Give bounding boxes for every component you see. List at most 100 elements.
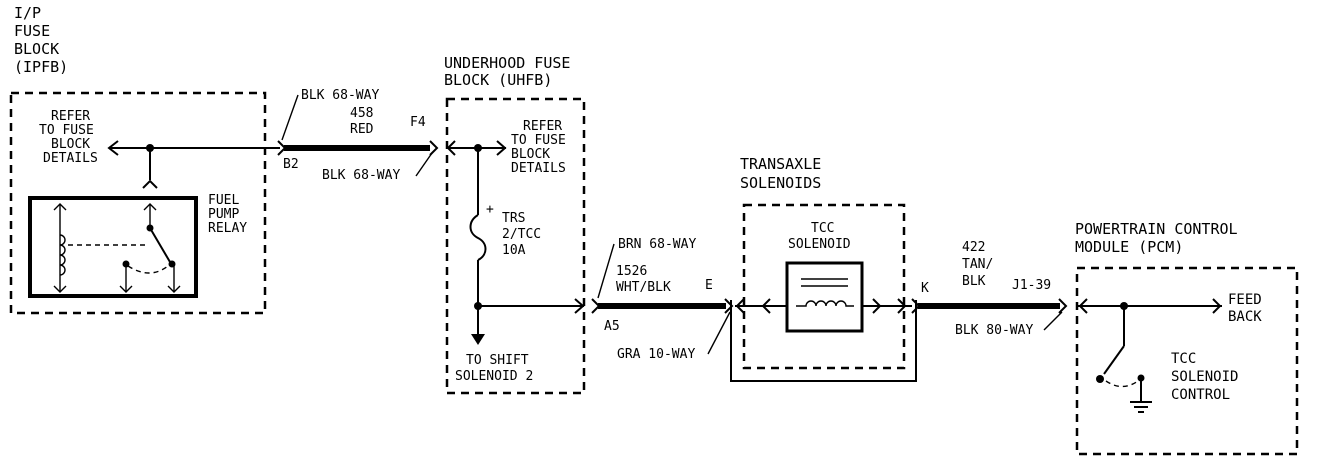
- solenoid-label-line-2: SOLENOID: [788, 237, 851, 252]
- wire3-pin-left: K: [921, 281, 929, 296]
- fuse-polarity: +: [486, 202, 494, 217]
- leader-line: [597, 243, 615, 299]
- leader-line: [415, 152, 433, 177]
- wire3-color-line-1: TAN/: [962, 257, 993, 272]
- wire1-color: RED: [350, 122, 374, 137]
- refer-arrow-icon: [496, 140, 507, 156]
- connector-chevron-icon: [277, 140, 287, 156]
- wire1-pin-right: F4: [410, 115, 426, 130]
- arrow-right-icon: [574, 298, 585, 314]
- wire1-connector-bottom: BLK 68-WAY: [322, 168, 400, 183]
- wire1-circuit-number: 458: [350, 106, 373, 121]
- wire3-pin-right: J1-39: [1012, 278, 1051, 293]
- wire-1526-section: BRN 68-WAY 1526 WHT/BLK E A5 GRA 10-WAY: [591, 237, 734, 362]
- fuse-label-line-2: 2/TCC: [502, 227, 541, 242]
- switch-travel: [1105, 380, 1139, 388]
- connector-chevron-icon: [911, 298, 921, 314]
- solenoid-coil-icon: [796, 300, 854, 307]
- ipfb-refer-line-3: BLOCK: [51, 137, 90, 152]
- relay-coil-icon: [59, 234, 66, 276]
- relay-switch-arm: [149, 227, 171, 263]
- uhfb-title-line-2: BLOCK (UHFB): [444, 71, 552, 89]
- fuel-pump-relay-box: [28, 196, 198, 298]
- arrow-down-icon: [167, 285, 181, 293]
- wire2-color: WHT/BLK: [616, 280, 671, 295]
- leader-line: [1043, 311, 1063, 331]
- connector-chevron-icon: [429, 140, 439, 156]
- tcc-solenoid-box: [785, 261, 864, 333]
- arrow-down-icon: [471, 334, 485, 345]
- arrow-down-icon: [53, 285, 67, 293]
- feedback-label-line-1: FEED: [1228, 292, 1262, 308]
- arrow-down-icon: [119, 285, 133, 293]
- pcm-control-line-3: CONTROL: [1171, 387, 1230, 403]
- wire2-circuit-number: 1526: [616, 264, 647, 279]
- arrow-up-icon: [53, 203, 67, 211]
- ipfb-refer-line-1: REFER: [51, 109, 90, 124]
- wire3-color-line-2: BLK: [962, 274, 986, 289]
- connector-chevron-icon: [1058, 298, 1068, 314]
- ipfb-title-line-4: (IPFB): [14, 58, 68, 76]
- leader-line: [281, 94, 299, 141]
- ipfb-title-line-2: FUSE: [14, 22, 50, 40]
- switch-contact-icon: [1096, 375, 1104, 383]
- transaxle-box: [742, 203, 906, 370]
- wire2-connector-top: BRN 68-WAY: [618, 237, 696, 252]
- arrow-up-icon: [143, 203, 157, 211]
- connector-housing: [730, 300, 917, 382]
- refer-arrow-icon: [446, 140, 456, 156]
- wire1-pin-left: B2: [283, 157, 299, 172]
- transaxle-title-line-2: SOLENOIDS: [740, 174, 821, 192]
- uhfb-refer-line-3: BLOCK: [511, 147, 550, 162]
- wire3-circuit-number: 422: [962, 240, 985, 255]
- wire2-pin-right: E: [705, 278, 713, 293]
- uhfb-refer-line-1: REFER: [523, 119, 562, 134]
- ipfb-refer-line-2: TO FUSE: [39, 123, 94, 138]
- ipfb-section: I/P FUSE BLOCK (IPFB) REFER TO FUSE BLOC…: [9, 4, 280, 315]
- connector-chevron-icon: [142, 179, 158, 189]
- arrow-right-icon: [1212, 298, 1222, 314]
- pcm-title-line-2: MODULE (PCM): [1075, 238, 1183, 256]
- uhfb-title-line-1: UNDERHOOD FUSE: [444, 54, 570, 72]
- uhfb-section: UNDERHOOD FUSE BLOCK (UHFB) REFER TO FUS…: [444, 54, 586, 395]
- relay-label-line-1: FUEL: [208, 193, 239, 208]
- wire3-connector-bottom: BLK 80-WAY: [955, 323, 1033, 338]
- wire2-connector-bottom: GRA 10-WAY: [617, 347, 695, 362]
- shift-label-line-1: TO SHIFT: [466, 353, 529, 368]
- ipfb-refer-line-4: DETAILS: [43, 151, 98, 166]
- pcm-title-line-1: POWERTRAIN CONTROL: [1075, 220, 1238, 238]
- arrow-left-icon: [1078, 298, 1088, 314]
- ipfb-box: [9, 91, 267, 315]
- arrow-left-icon: [761, 298, 771, 314]
- wire-422-section: 422 TAN/ BLK K J1-39 BLK 80-WAY: [911, 240, 1068, 338]
- transaxle-section: TRANSAXLE SOLENOIDS TCC SOLENOID: [730, 155, 917, 382]
- feedback-label-line-2: BACK: [1228, 309, 1262, 325]
- pcm-control-line-1: TCC: [1171, 351, 1196, 367]
- wire2-pin-left: A5: [604, 319, 620, 334]
- pcm-box: [1075, 266, 1299, 456]
- transaxle-title-line-1: TRANSAXLE: [740, 155, 821, 173]
- uhfb-refer-line-2: TO FUSE: [511, 133, 566, 148]
- wire1-connector-top: BLK 68-WAY: [301, 88, 379, 103]
- uhfb-refer-line-4: DETAILS: [511, 161, 566, 176]
- connector-chevron-icon: [591, 298, 601, 314]
- uhfb-box: [445, 97, 586, 395]
- fuse-label-line-1: TRS: [502, 211, 525, 226]
- pcm-section: POWERTRAIN CONTROL MODULE (PCM) FEED BAC…: [1075, 220, 1299, 456]
- ipfb-title-line-3: BLOCK: [14, 40, 59, 58]
- relay-label-line-3: RELAY: [208, 221, 247, 236]
- fuse-label-line-3: 10A: [502, 243, 526, 258]
- relay-label-line-2: PUMP: [208, 207, 239, 222]
- shift-label-line-2: SOLENOID 2: [455, 369, 533, 384]
- pcm-switch-arm: [1103, 345, 1125, 375]
- wire-458-section: BLK 68-WAY 458 RED F4 B2 BLK 68-WAY: [277, 88, 439, 183]
- ipfb-title-line-1: I/P: [14, 4, 41, 22]
- fuse-icon: [469, 214, 487, 261]
- arrow-left-icon: [735, 298, 745, 314]
- arrow-right-icon: [872, 298, 882, 314]
- pcm-control-line-2: SOLENOID: [1171, 369, 1238, 385]
- solenoid-label-line-1: TCC: [811, 221, 834, 236]
- refer-arrow-icon: [107, 140, 119, 156]
- leader-line: [707, 311, 731, 355]
